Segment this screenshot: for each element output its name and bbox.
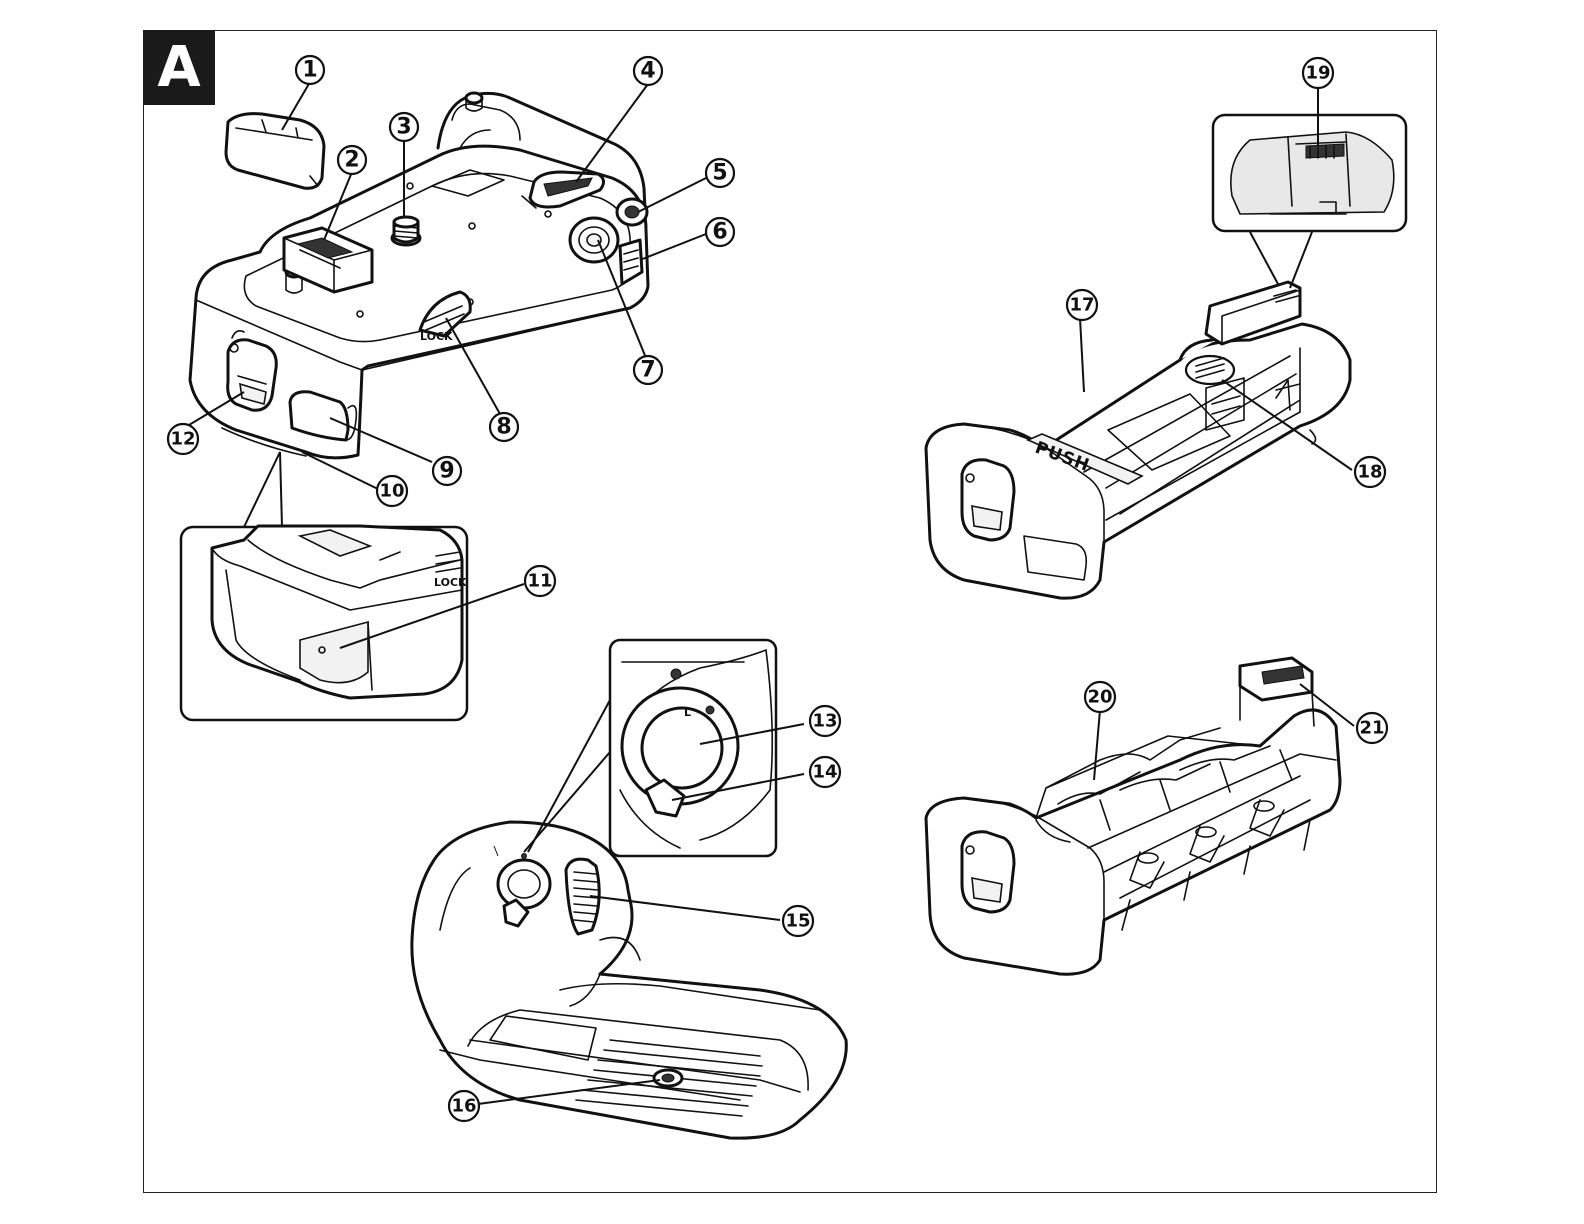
- callout-9: 9: [433, 457, 461, 485]
- svg-text:9: 9: [439, 459, 454, 484]
- svg-text:6: 6: [712, 220, 727, 245]
- callout-2: 2: [338, 146, 366, 174]
- svg-text:18: 18: [1357, 462, 1382, 483]
- callout-7: 7: [634, 356, 662, 384]
- bottom-detail-inset: LOCK: [181, 452, 467, 720]
- svg-text:17: 17: [1069, 295, 1094, 316]
- svg-text:4: 4: [640, 59, 655, 84]
- contact-cover: [226, 114, 324, 189]
- multi-selector: [570, 218, 618, 262]
- callout-17: 17: [1067, 290, 1097, 320]
- svg-text:19: 19: [1305, 63, 1330, 84]
- svg-text:13: 13: [812, 711, 837, 732]
- contacts-inset: [1213, 115, 1406, 288]
- svg-text:5: 5: [712, 161, 727, 186]
- battery-holder: PUSH: [926, 282, 1350, 598]
- svg-text:15: 15: [785, 911, 810, 932]
- vertical-grip: [412, 822, 846, 1138]
- tripod-socket: [654, 1070, 682, 1086]
- callout-20: 20: [1085, 682, 1115, 712]
- callout-15: 15: [783, 906, 813, 936]
- callout-6: 6: [706, 218, 734, 246]
- callout-18: 18: [1355, 457, 1385, 487]
- callout-13: 13: [810, 706, 840, 736]
- callout-4: 4: [634, 57, 662, 85]
- callout-10: 10: [377, 476, 407, 506]
- svg-text:10: 10: [379, 481, 404, 502]
- lock-text-inset: LOCK: [434, 576, 467, 589]
- svg-text:16: 16: [451, 1096, 476, 1117]
- svg-text:7: 7: [640, 358, 655, 383]
- mounting-screw: [392, 217, 420, 245]
- callout-11: 11: [525, 566, 555, 596]
- callout-1: 1: [296, 56, 324, 84]
- callout-21: 21: [1357, 713, 1387, 743]
- svg-text:1: 1: [302, 58, 317, 83]
- callout-5: 5: [706, 159, 734, 187]
- af-on-button: [617, 199, 647, 225]
- shutter-release-inset: L: [524, 640, 776, 856]
- svg-text:21: 21: [1359, 718, 1384, 739]
- svg-text:20: 20: [1087, 687, 1112, 708]
- svg-text:3: 3: [396, 115, 411, 140]
- callout-19: 19: [1303, 58, 1333, 88]
- svg-text:11: 11: [527, 571, 552, 592]
- callout-8: 8: [490, 413, 518, 441]
- lock-dial-mark: L: [684, 706, 691, 719]
- callout-16: 16: [449, 1091, 479, 1121]
- svg-text:2: 2: [344, 148, 359, 173]
- callout-12: 12: [168, 424, 198, 454]
- callout-14: 14: [810, 757, 840, 787]
- aa-battery-holder: [926, 658, 1340, 974]
- svg-text:12: 12: [170, 429, 195, 450]
- svg-text:14: 14: [812, 762, 837, 783]
- callout-3: 3: [390, 113, 418, 141]
- lock-text: LOCK: [420, 330, 453, 343]
- svg-text:8: 8: [496, 415, 511, 440]
